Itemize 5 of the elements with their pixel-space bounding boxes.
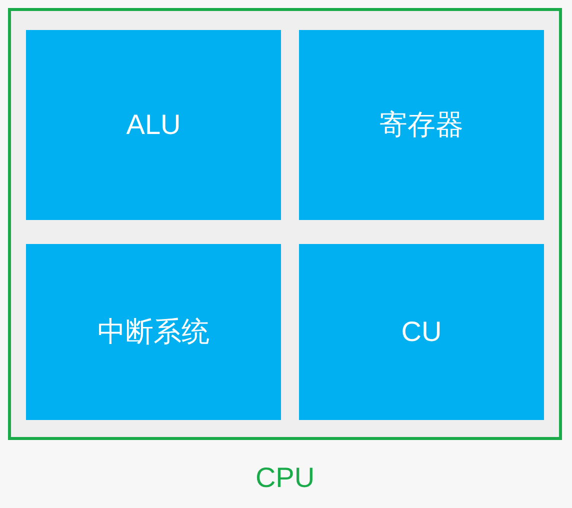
component-box: 寄存器	[299, 30, 544, 220]
component-box: ALU	[26, 30, 281, 220]
component-box: CU	[299, 244, 544, 420]
group-title: CPU	[254, 462, 316, 494]
component-box: 中断系统	[26, 244, 281, 420]
